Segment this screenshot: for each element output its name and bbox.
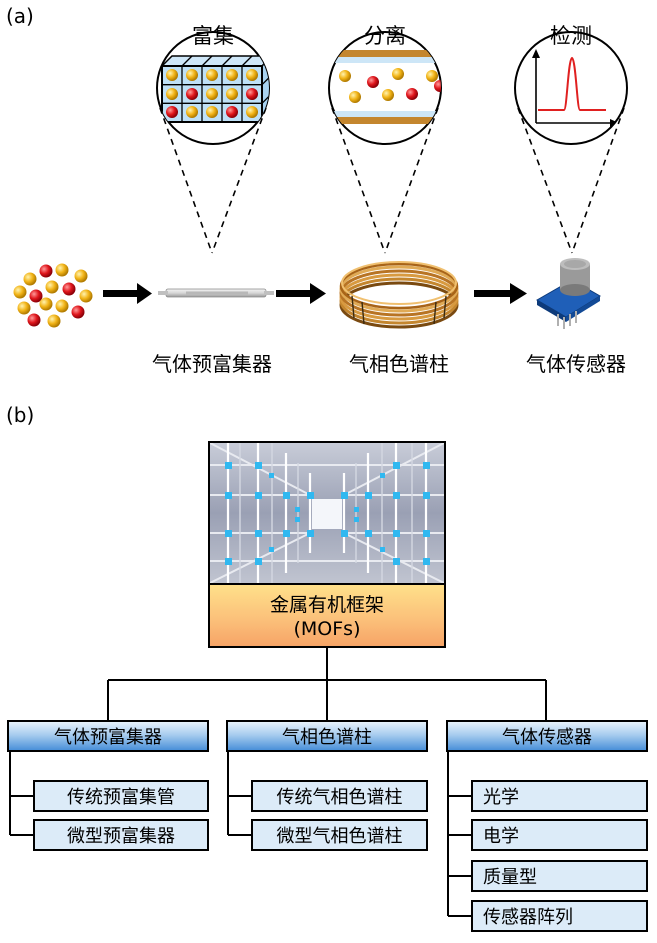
panel-a-label: (a) (6, 4, 34, 28)
mof-label: 金属有机框架 (MOFs) (210, 583, 444, 646)
item-mass-sensitive: 质量型 (471, 860, 648, 892)
mof-title: 金属有机框架 (269, 593, 384, 616)
panel-b-label: (b) (6, 403, 35, 427)
detect-bubble (514, 31, 628, 145)
panel-a-graphic (13, 31, 628, 329)
gas-sensor-module (536, 258, 601, 329)
zoom-lines (159, 107, 625, 254)
mof-framework-image (210, 443, 444, 583)
mof-abbr: (MOFs) (293, 617, 361, 640)
item-electrical: 电学 (471, 819, 648, 851)
separate-bubble (328, 31, 442, 145)
separate-title: 分离 (364, 24, 406, 48)
enrich-bubble (156, 31, 270, 145)
flow-arrows (103, 283, 527, 304)
caption-gc-column: 气相色谱柱 (349, 352, 449, 376)
item-traditional-preconcentrator-tube: 传统预富集管 (33, 780, 209, 812)
enrich-title: 富集 (192, 24, 234, 48)
caption-sensor: 气体传感器 (526, 352, 626, 376)
item-traditional-gc-column: 传统气相色谱柱 (251, 780, 428, 812)
item-micro-gc-column: 微型气相色谱柱 (251, 819, 428, 851)
item-micro-preconcentrator: 微型预富集器 (33, 819, 209, 851)
item-sensor-array: 传感器阵列 (471, 900, 648, 932)
gc-column-coil (339, 261, 459, 329)
category-gc-column: 气相色谱柱 (226, 720, 428, 752)
category-preconcentrator: 气体预富集器 (7, 720, 209, 752)
detect-title: 检测 (550, 24, 592, 48)
category-sensor: 气体传感器 (446, 720, 648, 752)
preconcentrator-tube (158, 288, 274, 298)
gas-molecules (13, 263, 93, 328)
tree-connectors (9, 648, 547, 917)
mof-box: 金属有机框架 (MOFs) (208, 441, 446, 648)
item-optical: 光学 (471, 780, 648, 812)
caption-preconcentrator: 气体预富集器 (152, 352, 272, 376)
